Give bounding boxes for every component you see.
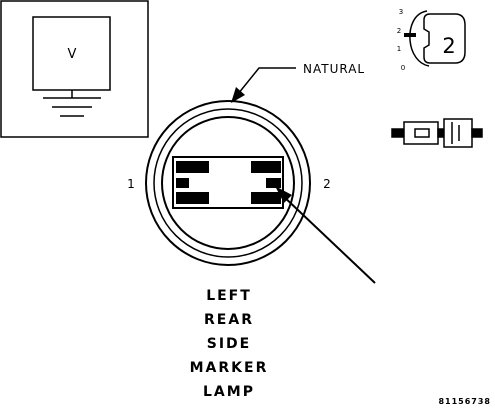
connector-name-line-2: REAR: [204, 312, 254, 328]
indicator-tick: [404, 33, 416, 37]
pin-1-label: 1: [127, 177, 135, 191]
pin-pointer-arrow: [275, 186, 376, 284]
terminal-2-bottom: [251, 192, 281, 204]
connector-plug-icon: [391, 118, 483, 148]
connector-face: [145, 100, 311, 266]
terminal-2-center: [266, 178, 281, 188]
connector-name-line-3: SIDE: [207, 336, 251, 352]
connector-name: LEFT REAR SIDE MARKER LAMP: [190, 288, 269, 400]
figure-id: 81156738: [438, 397, 491, 406]
pin-2-label: 2: [323, 177, 331, 191]
scale-value-0: 0: [401, 64, 405, 72]
voltmeter-panel: V: [0, 0, 149, 138]
indicator-key-icon: [423, 13, 466, 64]
color-callout-arrow: [231, 67, 296, 103]
pin-position-icon: 3 2 1 0 2: [397, 8, 466, 72]
scale-value-3: 3: [399, 8, 403, 16]
voltmeter-label: V: [68, 47, 77, 62]
indicator-disc-icon: [409, 10, 430, 67]
scale-value-2: 2: [397, 27, 401, 35]
scale-value-1: 1: [397, 45, 401, 53]
connector-color-label: NATURAL: [303, 62, 365, 76]
connector-name-line-1: LEFT: [206, 288, 252, 304]
terminal-1-center: [176, 178, 189, 188]
ground-symbol-icon: [43, 90, 101, 117]
connector-name-line-4: MARKER: [190, 360, 269, 376]
indicator-pin-number: 2: [442, 34, 455, 58]
terminal-2-top: [251, 161, 281, 173]
terminal-1-bottom: [176, 192, 209, 204]
voltmeter-frame: [0, 0, 149, 138]
terminal-1-top: [176, 161, 209, 173]
connector-name-line-5: LAMP: [203, 384, 255, 400]
